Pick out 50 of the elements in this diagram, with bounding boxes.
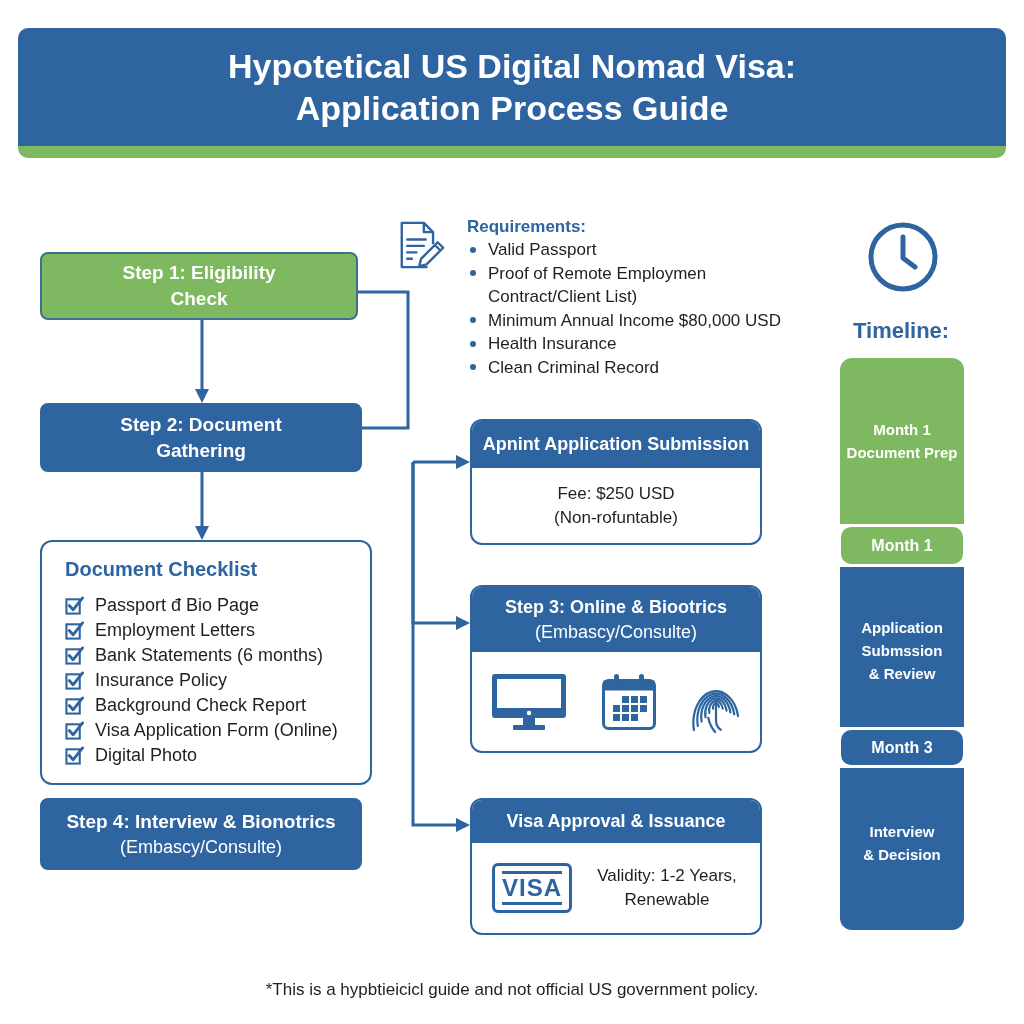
checklist-item: Bank Statements (6 months) bbox=[95, 644, 324, 667]
process-step-box bbox=[40, 798, 362, 870]
heading-label: Requirements: bbox=[467, 216, 587, 238]
caption: *This is a hypbtieicicl guide and not official US government policy. bbox=[265, 979, 759, 1001]
segment-label: Month 1 Document Prep bbox=[845, 420, 959, 463]
step-card bbox=[470, 419, 762, 545]
checklist-item: Employment Letters bbox=[95, 619, 256, 642]
connector-line bbox=[358, 290, 410, 430]
checklist-item: Digital Photo bbox=[95, 744, 198, 767]
requirement-item: Clean Criminal Record bbox=[488, 356, 659, 379]
step-card bbox=[470, 798, 762, 935]
arrow bbox=[411, 462, 470, 832]
requirement-item: Minimum Annual Income $80,000 USD bbox=[488, 309, 781, 332]
checklist-panel bbox=[40, 540, 372, 785]
step-card bbox=[470, 585, 762, 753]
segment-label: Interview & Decision bbox=[862, 822, 942, 865]
card-body-text: Validity: 1-2 Years, Renewable bbox=[596, 865, 738, 911]
arrow bbox=[413, 455, 470, 469]
process-step-box bbox=[40, 252, 358, 320]
step-title: Step 2: Document Gathering bbox=[119, 412, 283, 463]
title: Hypotetical US Digital Nomad Visa: Application Process Guide bbox=[226, 46, 798, 129]
card-body-text: Fee: $250 USD (Non-rofuntable) bbox=[553, 482, 679, 529]
step-title: Step 1: Eligibility Check bbox=[121, 261, 277, 311]
checklist-item: Insurance Policy bbox=[95, 669, 228, 692]
card-title: Apnint Application Submission bbox=[482, 433, 750, 456]
arrow bbox=[195, 472, 209, 540]
arrow bbox=[195, 320, 209, 403]
segment-label: Application Submssion & Review bbox=[860, 617, 944, 684]
marker-label: Month 3 bbox=[871, 738, 933, 758]
step-subtitle: (Embascy/Consulte) bbox=[119, 835, 283, 859]
checklist-item: Passport đ Bio Page bbox=[95, 594, 260, 617]
process-step-box bbox=[40, 403, 362, 472]
requirement-item: Proof of Remote Employmen Contract/Client List) bbox=[488, 262, 708, 308]
requirement-item: Valid Passport bbox=[488, 239, 597, 261]
checklist-item: Background Check Report bbox=[95, 694, 307, 717]
timeline-marker bbox=[838, 524, 966, 567]
card-subtitle: (Embascy/Consulte) bbox=[534, 620, 698, 644]
visa-card: VISA bbox=[492, 863, 572, 913]
timeline-segment bbox=[840, 358, 964, 524]
card-title: Visa Approval & Issuance bbox=[506, 810, 726, 833]
heading-label: Timeline: bbox=[853, 318, 950, 344]
checklist-item: Visa Application Form (Online) bbox=[95, 719, 338, 742]
timeline-marker bbox=[838, 727, 966, 768]
timeline-segment bbox=[840, 567, 964, 727]
requirement-item: Health Insurance bbox=[488, 333, 617, 355]
marker-label: Month 1 bbox=[871, 536, 933, 556]
panel-heading: Document Checklist bbox=[65, 557, 258, 582]
step-title: Step 4: Interview & Bionotrics bbox=[66, 809, 336, 834]
timeline-segment bbox=[840, 768, 964, 930]
card-title: Step 3: Online & Biootrics bbox=[505, 595, 727, 619]
